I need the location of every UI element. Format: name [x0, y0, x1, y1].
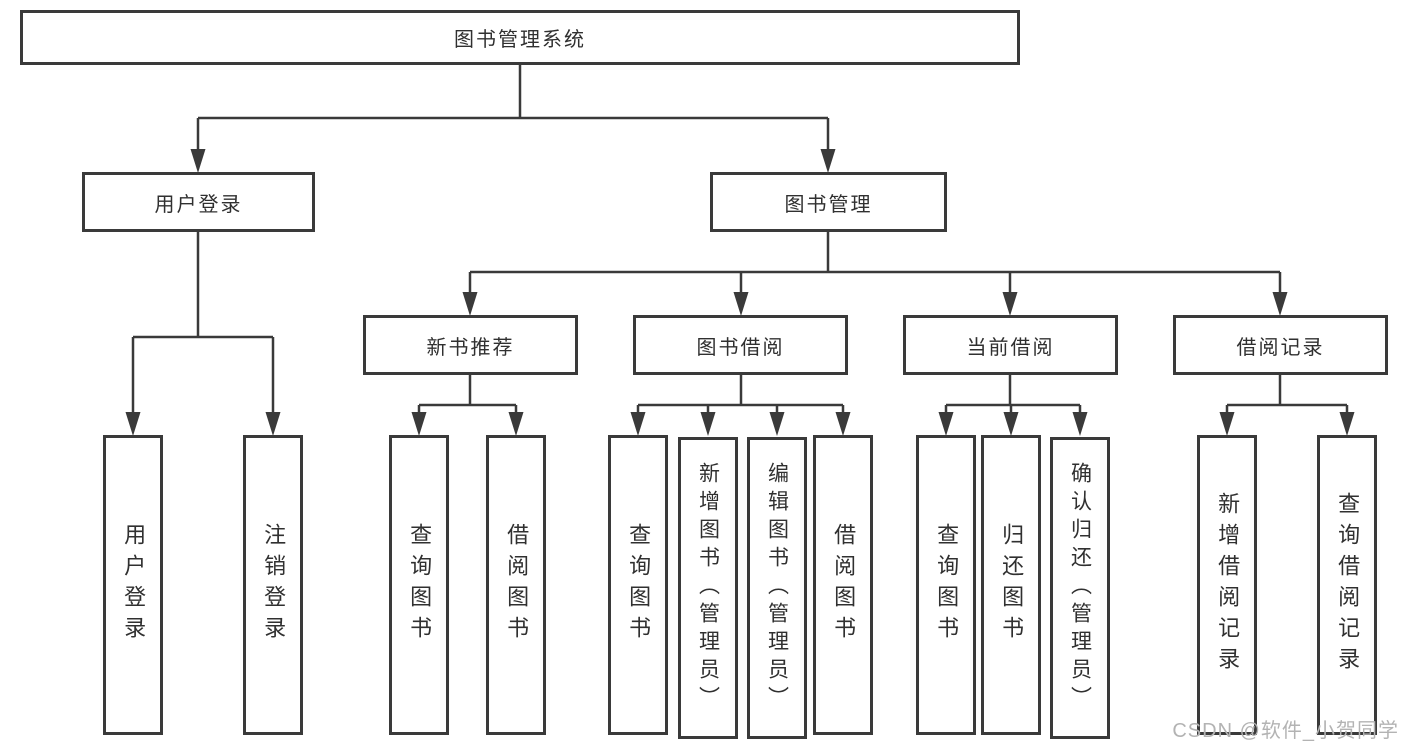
- leaf-borrow-books: 借阅图书: [813, 435, 873, 735]
- leaf-query-books-borrow: 查询图书: [608, 435, 668, 735]
- leaf-label: 查询图书: [407, 523, 433, 647]
- leaf-label: 确认归还（管理员）: [1068, 462, 1092, 714]
- leaf-logout: 注销登录: [243, 435, 303, 735]
- leaf-label: 编辑图书（管理员）: [765, 462, 789, 714]
- leaf-label: 新增借阅记录: [1215, 492, 1241, 678]
- leaf-edit-book-admin: 编辑图书（管理员）: [747, 437, 807, 739]
- leaf-return-books: 归还图书: [981, 435, 1041, 735]
- node-borrow-records: 借阅记录: [1173, 315, 1388, 375]
- node-new-book-recommend: 新书推荐: [363, 315, 578, 375]
- node-user-login: 用户登录: [82, 172, 315, 232]
- node-book-borrow: 图书借阅: [633, 315, 848, 375]
- leaf-add-borrow-record: 新增借阅记录: [1197, 435, 1257, 735]
- leaf-label: 借阅图书: [831, 523, 857, 647]
- leaf-add-book-admin: 新增图书（管理员）: [678, 437, 738, 739]
- leaf-label: 新增图书（管理员）: [696, 462, 720, 714]
- leaf-label: 用户登录: [121, 523, 147, 647]
- leaf-label: 注销登录: [261, 523, 287, 647]
- leaf-label: 查询图书: [934, 523, 960, 647]
- leaf-user-login: 用户登录: [103, 435, 163, 735]
- leaf-query-books-current: 查询图书: [916, 435, 976, 735]
- leaf-label: 查询借阅记录: [1335, 492, 1361, 678]
- node-library-system: 图书管理系统: [20, 10, 1020, 65]
- node-book-management: 图书管理: [710, 172, 947, 232]
- leaf-query-books-recommend: 查询图书: [389, 435, 449, 735]
- leaf-label: 借阅图书: [504, 523, 530, 647]
- leaf-borrow-books-recommend: 借阅图书: [486, 435, 546, 735]
- csdn-watermark: CSDN @软件_小贺同学: [1172, 720, 1399, 742]
- node-current-borrow: 当前借阅: [903, 315, 1118, 375]
- leaf-query-borrow-record: 查询借阅记录: [1317, 435, 1377, 735]
- leaf-label: 查询图书: [626, 523, 652, 647]
- leaf-confirm-return-admin: 确认归还（管理员）: [1050, 437, 1110, 739]
- leaf-label: 归还图书: [999, 523, 1025, 647]
